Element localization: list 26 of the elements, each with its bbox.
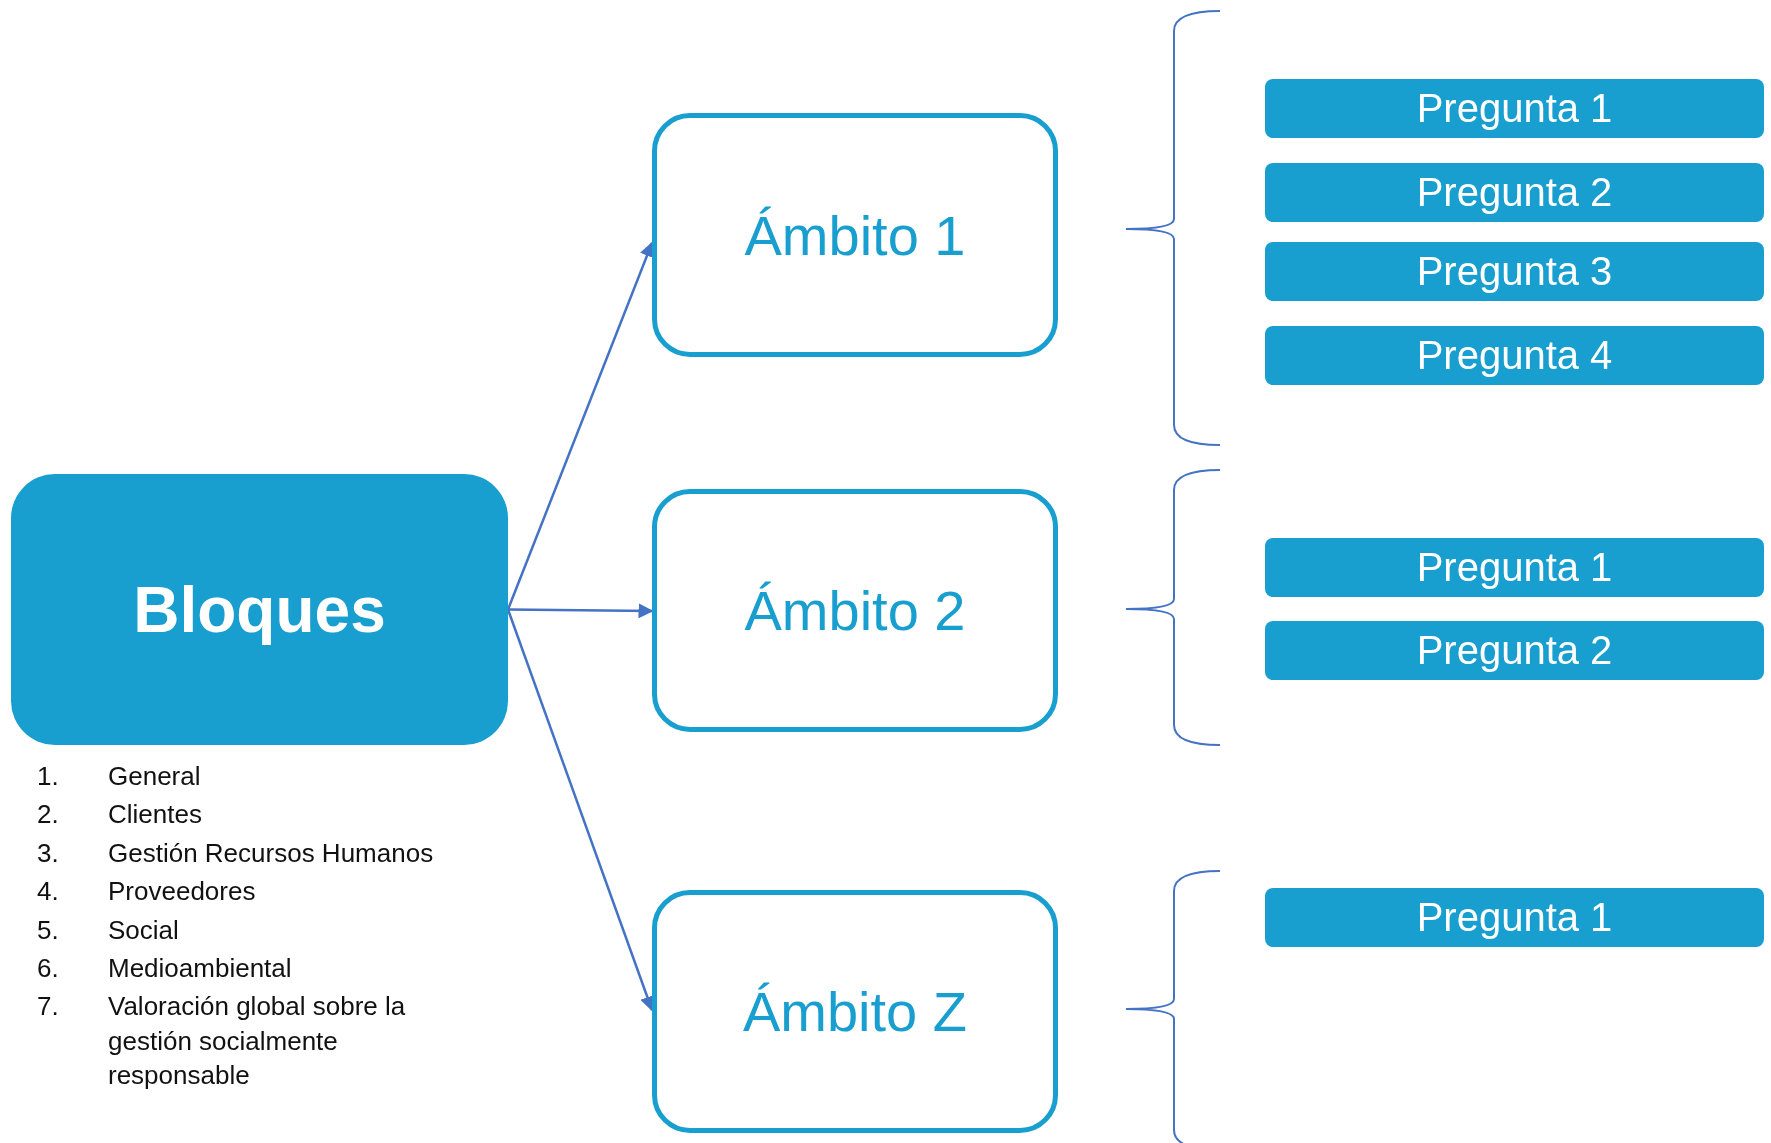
list-item: General xyxy=(108,760,202,793)
scope-box: Ámbito 1 xyxy=(652,113,1058,357)
question-bar: Pregunta 2 xyxy=(1265,621,1764,680)
list-number: 3. xyxy=(37,836,60,870)
list-number: 2. xyxy=(37,798,60,832)
list-number: 6. xyxy=(37,952,60,985)
question-bar: Pregunta 3 xyxy=(1265,242,1764,301)
list-item: Proveedores xyxy=(108,875,257,909)
arrow xyxy=(508,603,654,619)
block-box: Bloques xyxy=(11,474,508,745)
list-item: Social xyxy=(108,913,180,947)
scope-box: Ámbito 2 xyxy=(652,489,1058,732)
question-bar: Pregunta 1 xyxy=(1265,79,1764,138)
list-number: 1. xyxy=(37,760,60,793)
list-item: Medioambiental xyxy=(108,952,293,985)
list-item: Gestión Recursos Humanos xyxy=(108,836,435,870)
list-item: Valoración global sobre la gestión socialmente responsable xyxy=(108,990,407,1092)
list-number: 5. xyxy=(37,913,60,947)
question-bar: Pregunta 1 xyxy=(1265,538,1764,597)
list-item: Clientes xyxy=(108,798,203,832)
question-bar: Pregunta 2 xyxy=(1265,163,1764,222)
list-number: 7. xyxy=(37,990,60,1024)
scope-box: Ámbito Z xyxy=(652,890,1058,1133)
question-bar: Pregunta 4 xyxy=(1265,326,1764,385)
question-bar: Pregunta 1 xyxy=(1265,888,1764,947)
list-number: 4. xyxy=(37,875,60,909)
